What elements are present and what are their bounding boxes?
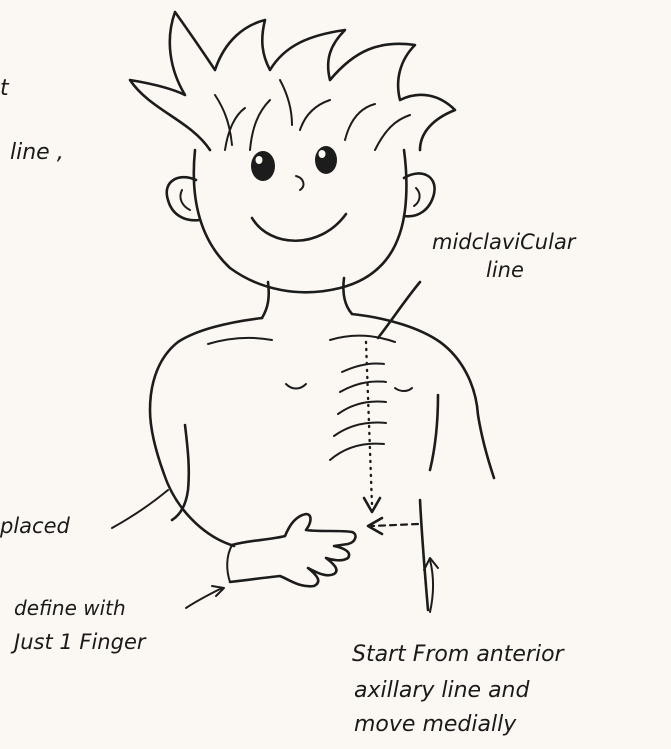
left-eye-highlight	[256, 156, 263, 164]
right-eye-highlight	[319, 150, 326, 158]
start-arrow	[430, 560, 433, 612]
start-label-line3: move medially	[354, 714, 516, 736]
face-outline	[194, 150, 407, 292]
medial-dashed-arrow	[372, 524, 418, 526]
right-shoulder-arm	[352, 314, 494, 478]
right-eye	[315, 146, 337, 174]
smile	[252, 214, 346, 241]
midclavicular-pointer	[378, 282, 420, 338]
placed-pointer	[112, 490, 168, 528]
ribs	[330, 363, 386, 460]
hair	[130, 12, 455, 150]
nose	[296, 176, 303, 190]
hair-strands	[215, 80, 410, 150]
left-shoulder-arm	[150, 318, 262, 546]
wrist-lines	[227, 545, 232, 582]
right-arm-inner	[430, 395, 438, 470]
torso-right-side	[420, 500, 428, 610]
neck	[262, 278, 352, 318]
edge-text-t: t	[0, 78, 9, 100]
midclavicular-label-line2: line	[486, 260, 524, 281]
edge-text-placed: placed	[0, 516, 70, 537]
define-label-line2: Just 1 Finger	[14, 632, 146, 653]
define-finger-arrow	[186, 588, 222, 608]
start-label-line2: axillary line and	[354, 680, 529, 702]
hand	[230, 514, 355, 586]
edge-text-line: line ,	[10, 142, 64, 164]
left-eye	[251, 151, 275, 181]
start-label-line1: Start From anterior	[352, 644, 564, 666]
left-ear-inner	[180, 190, 190, 210]
midclavicular-label-line1: midclaviCular	[432, 232, 575, 253]
define-label-line1: define with	[14, 598, 126, 618]
right-ear-inner	[414, 188, 420, 206]
